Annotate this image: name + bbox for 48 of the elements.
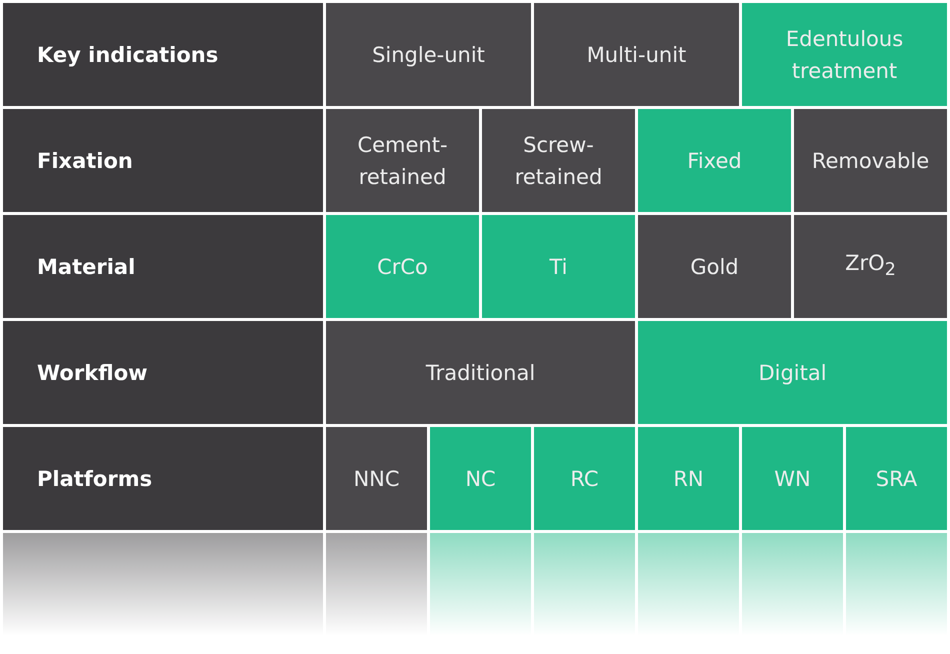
tile-label: Ti [548,254,569,280]
row-title: Platforms [37,466,152,492]
option-tile [534,3,739,106]
tile-label: ZrO$_{2}$ [844,250,897,282]
tile-label: Traditional [424,360,536,386]
tile-label: Removable [810,148,930,174]
tile-label: Screw-retained [514,132,604,190]
option-tile [482,109,635,212]
option-tile [326,321,635,424]
tile-label: CrCo [376,254,429,280]
highlighted-tile [638,321,947,424]
row-title: Fixation [37,148,133,174]
row-header [3,321,323,424]
tile-label: Multi-unit [586,42,688,68]
option-tile [326,3,531,106]
highlighted-tile [742,427,843,530]
tile-label: RN [672,466,705,492]
option-tile [326,109,479,212]
tile-label: SRA [874,466,918,492]
tile-label: Gold [689,254,740,280]
highlighted-tile [326,215,479,318]
option-tile [638,215,791,318]
row-header [3,215,323,318]
tile-label: WN [773,466,812,492]
tile-label: Fixed [686,148,743,174]
highlighted-tile [430,427,531,530]
tile-label: NNC [352,466,401,492]
row-header [3,109,323,212]
row-header [3,427,323,530]
highlighted-tile [846,427,947,530]
option-tile [794,109,947,212]
highlighted-tile [638,109,791,212]
tile-label: Edentulous treatment [784,26,904,84]
row-title: Key indications [37,42,218,68]
option-tile [326,427,427,530]
option-tile [794,215,947,318]
tile-label: Single-unit [371,42,486,68]
row-title: Material [37,254,136,280]
highlighted-tile [534,427,635,530]
tile-label: Cement-retained [356,132,449,190]
tile-label: NC [464,466,497,492]
highlighted-tile [482,215,635,318]
tile-label: Digital [757,360,828,386]
row-header [3,3,323,106]
tile-label: RC [569,466,600,492]
highlighted-tile [638,427,739,530]
highlighted-tile [742,3,947,106]
row-title: Workflow [37,360,148,386]
